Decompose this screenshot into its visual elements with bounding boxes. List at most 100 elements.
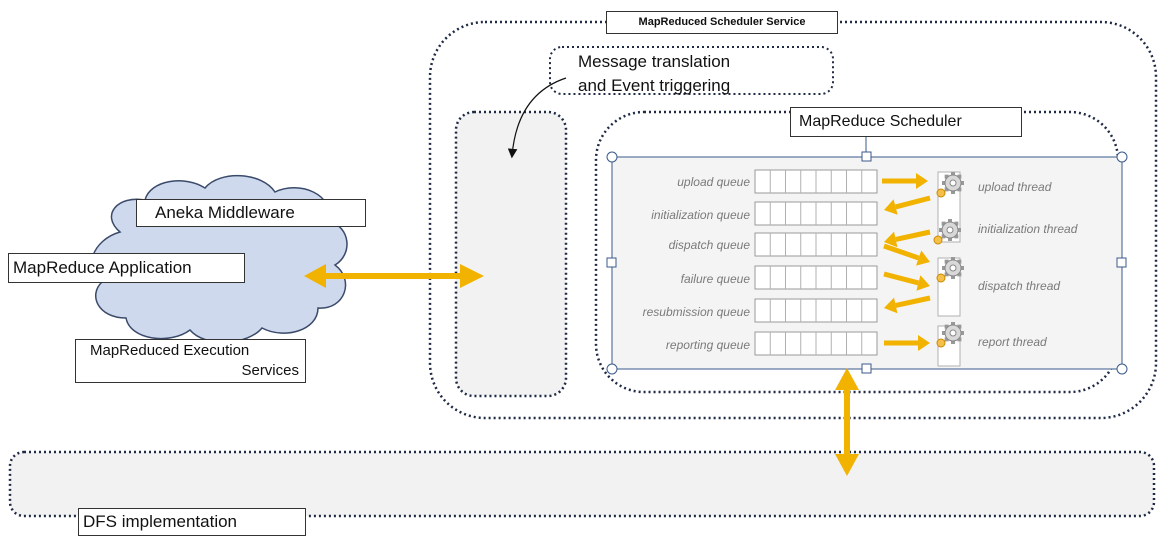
queue-initialization — [754, 201, 878, 226]
gear-tooth — [939, 228, 943, 232]
gear-tooth — [942, 266, 946, 270]
gear-tooth — [944, 187, 949, 192]
small-cog — [936, 188, 946, 198]
queue-reporting — [754, 331, 878, 356]
gear-hub — [949, 179, 957, 187]
message-arrow — [507, 77, 567, 159]
gear-tooth — [951, 322, 955, 326]
arrow-head — [884, 297, 898, 314]
gear-tooth — [951, 340, 955, 344]
gear-tooth — [942, 331, 946, 335]
arrow-head — [916, 173, 928, 189]
dfs-implementation-label: DFS implementation — [78, 508, 306, 536]
inner-arrow-3 — [883, 243, 930, 266]
arrow-head — [916, 250, 930, 266]
arrow-head — [884, 199, 898, 215]
gear-tooth — [960, 266, 964, 270]
queue-failure — [754, 265, 878, 290]
gear-tooth — [948, 219, 952, 223]
small-cog — [933, 235, 943, 245]
queue-resubmission — [754, 298, 878, 323]
gear-tooth — [957, 324, 962, 329]
arrow-head — [918, 335, 930, 351]
gear-tooth — [957, 259, 962, 264]
scheduler-service-title: MapReduced Scheduler Service — [606, 11, 838, 34]
message-translation-text: Message translation and Event triggering — [578, 50, 730, 98]
inner-arrow-5 — [884, 295, 931, 314]
gear-hub — [946, 226, 954, 234]
scheduler-to-dfs-arrow — [835, 368, 859, 476]
inner-arrow-2 — [884, 229, 931, 248]
thread-label-dispatch: dispatch thread — [978, 279, 1061, 293]
gear-tooth — [944, 272, 949, 277]
gear-tooth — [944, 337, 949, 342]
thread-gears — [933, 171, 964, 367]
gear-icon-upload — [936, 172, 964, 198]
arrow-shaft — [895, 229, 931, 242]
queue-label-reporting: reporting queue — [665, 338, 750, 352]
gear-tooth — [948, 237, 952, 241]
gear-tooth — [951, 190, 955, 194]
arrow-shaft — [883, 271, 920, 286]
gear-icon-dispatch — [936, 257, 964, 283]
arrow-shaft — [894, 195, 931, 210]
aneka-middleware-label: Aneka Middleware — [136, 199, 366, 227]
gear-tooth — [957, 272, 962, 277]
scheduler-inner-arrows — [882, 173, 931, 351]
queue-label-initialization: initialization queue — [651, 208, 750, 222]
gear-icon-initialization — [933, 219, 961, 245]
queue-label-failure: failure queue — [680, 272, 750, 286]
message-box-outline — [549, 46, 834, 95]
gear-tooth — [957, 174, 962, 179]
gear-tooth — [942, 181, 946, 185]
gear-tooth — [960, 331, 964, 335]
execution-services-label: MapReduced Execution Services — [75, 339, 306, 383]
gear-tooth — [941, 234, 946, 239]
mapreduce-application-label: MapReduce Application — [8, 253, 245, 283]
small-cog — [936, 273, 946, 283]
queue-label-upload: upload queue — [677, 175, 750, 189]
arrow-head — [884, 231, 898, 248]
inner-arrow-0 — [882, 173, 928, 189]
mapreduce-scheduler-title: MapReduce Scheduler — [790, 107, 1022, 137]
gear-tooth — [941, 221, 946, 226]
gear-tooth — [944, 174, 949, 179]
arrow-shaft — [895, 295, 931, 308]
queue-rows — [754, 169, 878, 356]
gear-tooth — [957, 187, 962, 192]
queue-label-dispatch: dispatch queue — [668, 238, 750, 252]
execution-line-2: Services — [241, 362, 299, 379]
arrow-head — [916, 275, 930, 291]
message-line-1: Message translation — [578, 52, 731, 71]
app-to-panel-arrow — [304, 264, 484, 288]
gear-tooth — [957, 228, 961, 232]
message-line-2: and Event triggering — [578, 76, 731, 95]
queue-label-resubmission: resubmission queue — [642, 305, 750, 319]
gear-icon-report — [936, 322, 964, 348]
selection-handles — [606, 151, 1128, 375]
execution-line-1: MapReduced Execution — [90, 342, 250, 359]
small-cog — [936, 338, 946, 348]
scheduler-service-container — [428, 20, 1158, 420]
inner-arrow-4 — [883, 271, 930, 291]
gear-tooth — [954, 221, 959, 226]
gear-tooth — [951, 275, 955, 279]
queue-dispatch — [754, 232, 878, 257]
gear-tooth — [951, 172, 955, 176]
gear-tooth — [944, 259, 949, 264]
queue-upload — [754, 169, 878, 194]
gear-tooth — [954, 234, 959, 239]
gear-hub — [949, 264, 957, 272]
dfs-container — [8, 450, 1156, 518]
inner-arrow-6 — [884, 335, 930, 351]
gear-hub — [949, 329, 957, 337]
message-translation-panel — [454, 110, 568, 398]
thread-label-upload: upload thread — [978, 180, 1052, 194]
inner-arrow-1 — [884, 195, 931, 215]
thread-label-initialization: initialization thread — [978, 222, 1078, 236]
gear-tooth — [960, 181, 964, 185]
thread-label-report: report thread — [978, 335, 1047, 349]
gear-tooth — [951, 257, 955, 261]
arrow-shaft — [883, 243, 920, 261]
gear-tooth — [957, 337, 962, 342]
